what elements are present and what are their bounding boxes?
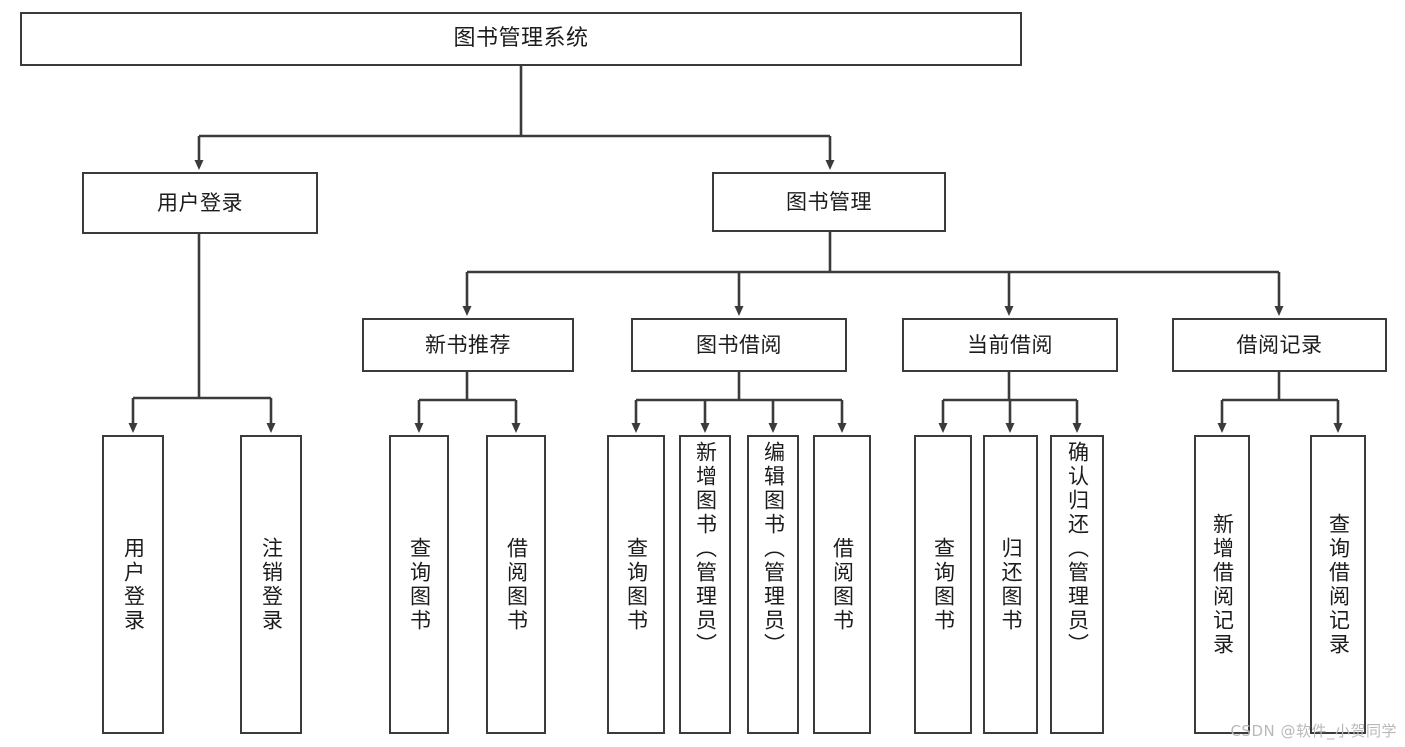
node-new-book-recommend[interactable]: 新书推荐: [362, 318, 574, 372]
node-leaf-book-borrow-query-label: 查询图书: [624, 536, 649, 633]
node-leaf-user-login-login-label: 用户登录: [121, 536, 146, 633]
node-leaf-user-login-login[interactable]: 用户登录: [102, 435, 164, 734]
node-leaf-borrow-records-add-label: 新增借阅记录: [1210, 512, 1235, 657]
node-leaf-new-book-borrow-label: 借阅图书: [504, 536, 529, 633]
node-book-management[interactable]: 图书管理: [712, 172, 946, 232]
node-borrow-records[interactable]: 借阅记录: [1172, 318, 1387, 372]
node-leaf-book-borrow-add[interactable]: 新增图书（管理员）: [679, 435, 731, 734]
node-borrow-records-label: 借阅记录: [1236, 332, 1323, 357]
node-current-borrow[interactable]: 当前借阅: [902, 318, 1118, 372]
node-new-book-recommend-label: 新书推荐: [425, 332, 511, 357]
node-leaf-current-borrow-return-label: 归还图书: [999, 536, 1024, 633]
node-leaf-new-book-query[interactable]: 查询图书: [389, 435, 449, 734]
node-leaf-current-borrow-query-label: 查询图书: [931, 536, 956, 633]
node-leaf-book-borrow-edit[interactable]: 编辑图书（管理员）: [747, 435, 799, 734]
node-root-book-management-system[interactable]: 图书管理系统: [20, 12, 1022, 66]
node-leaf-book-borrow-borrow-label: 借阅图书: [830, 536, 855, 633]
node-leaf-current-borrow-confirm-return[interactable]: 确认归还（管理员）: [1050, 435, 1104, 734]
node-book-borrow[interactable]: 图书借阅: [631, 318, 847, 372]
node-root-label: 图书管理系统: [453, 26, 589, 52]
node-leaf-book-borrow-add-label: 新增图书（管理员）: [693, 441, 718, 657]
node-leaf-current-borrow-query[interactable]: 查询图书: [914, 435, 972, 734]
node-current-borrow-label: 当前借阅: [967, 332, 1053, 357]
node-book-management-label: 图书管理: [786, 189, 872, 214]
node-leaf-borrow-records-query[interactable]: 查询借阅记录: [1310, 435, 1366, 734]
node-book-borrow-label: 图书借阅: [696, 332, 782, 357]
node-user-login-label: 用户登录: [157, 190, 243, 215]
node-leaf-borrow-records-query-label: 查询借阅记录: [1326, 512, 1351, 657]
watermark-text: CSDN @软件_小贺同学: [1230, 722, 1397, 740]
node-leaf-user-login-logout-label: 注销登录: [259, 536, 284, 633]
node-leaf-current-borrow-return[interactable]: 归还图书: [983, 435, 1038, 734]
node-leaf-user-login-logout[interactable]: 注销登录: [240, 435, 302, 734]
node-leaf-new-book-query-label: 查询图书: [407, 536, 432, 633]
node-leaf-borrow-records-add[interactable]: 新增借阅记录: [1194, 435, 1250, 734]
node-leaf-new-book-borrow[interactable]: 借阅图书: [486, 435, 546, 734]
node-leaf-current-borrow-confirm-return-label: 确认归还（管理员）: [1065, 441, 1090, 657]
node-leaf-book-borrow-borrow[interactable]: 借阅图书: [813, 435, 871, 734]
node-leaf-book-borrow-edit-label: 编辑图书（管理员）: [761, 441, 786, 657]
node-leaf-book-borrow-query[interactable]: 查询图书: [607, 435, 665, 734]
node-user-login[interactable]: 用户登录: [82, 172, 318, 234]
